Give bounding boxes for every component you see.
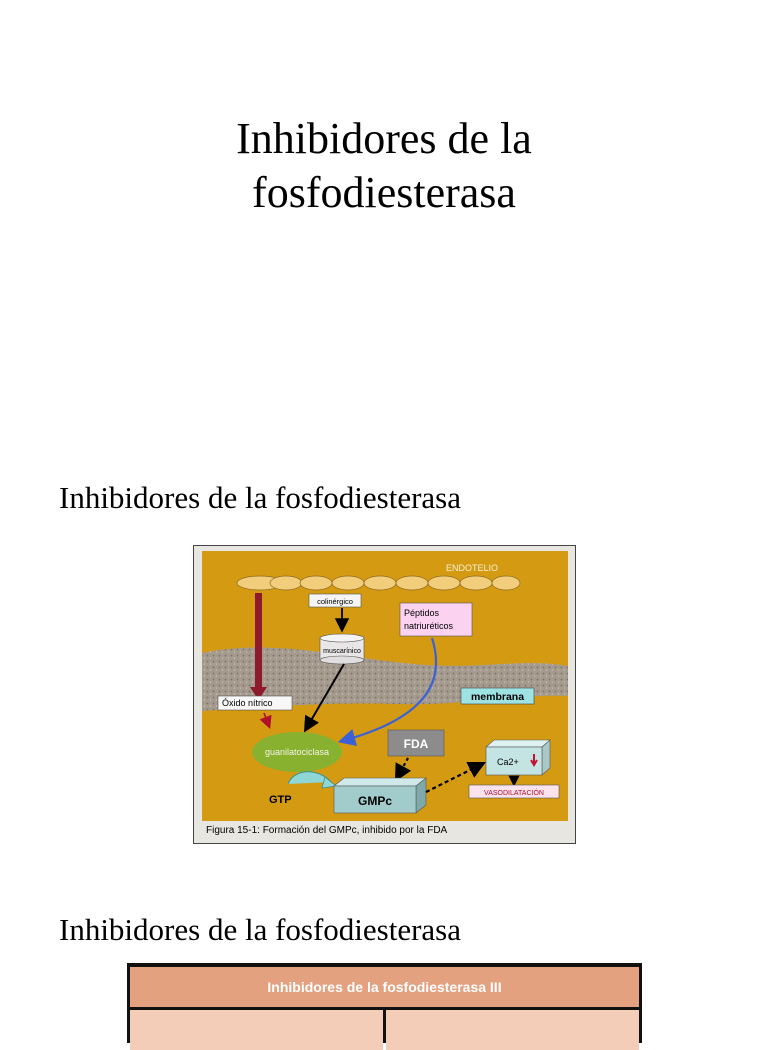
fda-inhibit-arrow — [394, 757, 412, 782]
gmpc-ca2-arrow — [425, 762, 486, 793]
peptidos-label-line1: Péptidos — [404, 608, 440, 618]
colinergico-label: colinérgico — [317, 597, 353, 606]
slide3-heading: Inhibidores de la fosfodiesterasa — [59, 912, 462, 947]
oxido-nitrico-arrow — [259, 712, 272, 729]
gtp-label: GTP — [269, 794, 292, 806]
no-release-arrowhead — [250, 687, 267, 700]
fda-box — [387, 729, 445, 757]
figure-diagram: ENDOTELIO colinérgico muscarínico Péptid… — [202, 551, 568, 836]
guanilatociclasa-label: guanilatociclasa — [265, 747, 329, 757]
pde3-inhibitors-table: Inhibidores de la fosfodiesterasa III — [127, 963, 642, 1050]
table-cell — [130, 1010, 383, 1050]
vasodilatacion-label: VASODILATACIÓN — [484, 788, 544, 797]
guanilatociclasa-enzyme — [252, 732, 342, 772]
ca2-label: Ca2+ — [497, 757, 519, 767]
table-cell — [386, 1010, 639, 1050]
gmpc-box — [333, 777, 427, 814]
table-row — [130, 1010, 639, 1050]
ca2-decrease-arrow-icon — [530, 754, 538, 767]
muscarinico-arrow — [303, 663, 345, 733]
muscarinico-receptor — [319, 633, 365, 665]
endotelio-label: ENDOTELIO — [446, 563, 498, 573]
colinergico-box — [308, 593, 362, 608]
endothelium-cells — [236, 575, 521, 591]
fda-label: FDA — [404, 737, 429, 751]
peptidos-box — [399, 602, 473, 637]
muscarinico-label: muscarínico — [323, 648, 361, 655]
gmpc-label: GMPc — [358, 794, 392, 808]
slide-title-line1: Inhibidores de la — [236, 114, 532, 163]
peptidos-arrow — [337, 637, 438, 747]
table-title: Inhibidores de la fosfodiesterasa III — [130, 967, 639, 1007]
slide2-heading: Inhibidores de la fosfodiesterasa — [59, 480, 462, 515]
peptidos-label-line2: natriuréticos — [404, 621, 454, 631]
oxido-nitrico-label: Óxido nítrico — [222, 698, 273, 708]
gmpc-formation-figure: ENDOTELIO colinérgico muscarínico Péptid… — [193, 545, 576, 844]
membrana-box — [460, 687, 535, 705]
slide-title: Inhibidores de la fosfodiesterasa — [0, 112, 768, 220]
ca2-box — [485, 739, 551, 776]
vasodilatacion-box — [468, 784, 560, 799]
oxido-nitrico-box — [217, 695, 293, 711]
slide-title-line2: fosfodiesterasa — [252, 168, 516, 217]
figure-caption: Figura 15-1: Formación del GMPc, inhibid… — [206, 825, 448, 836]
no-release-bar — [255, 593, 262, 691]
membrana-label: membrana — [471, 691, 524, 703]
